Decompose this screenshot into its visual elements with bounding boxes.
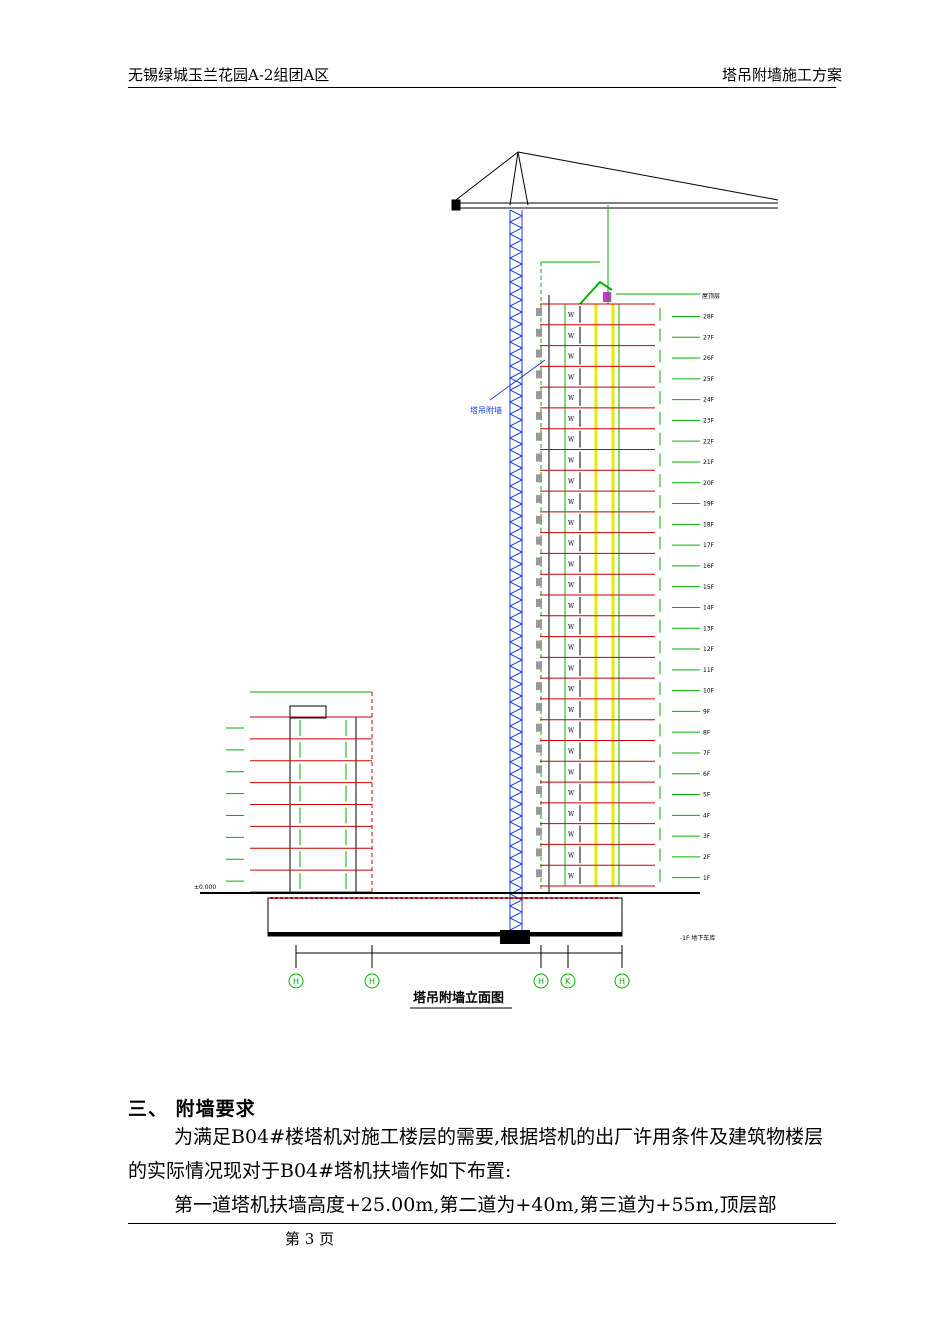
crane-jib	[451, 151, 779, 211]
footer-rule	[128, 1223, 836, 1224]
svg-text:W: W	[568, 312, 575, 319]
svg-text:W: W	[568, 478, 575, 485]
floor-label: 21F	[703, 459, 715, 466]
svg-text:W: W	[568, 582, 575, 589]
floor-label: 25F	[703, 376, 715, 383]
svg-text:W: W	[568, 769, 575, 776]
svg-text:W: W	[568, 832, 575, 839]
svg-text:W: W	[568, 790, 575, 797]
paragraph-2: 第一道塔机扶墙高度+25.00m,第二道为+40m,第三道为+55m,顶层部	[174, 1194, 777, 1216]
svg-text:W: W	[568, 561, 575, 568]
svg-text:W: W	[568, 707, 575, 714]
svg-text:W: W	[568, 416, 575, 423]
figure-caption: 塔吊附墙立面图	[413, 990, 504, 1006]
axis-label: H	[369, 977, 375, 986]
floor-label: 19F	[703, 501, 715, 508]
svg-text:W: W	[568, 374, 575, 381]
basement	[200, 892, 700, 937]
floor-label: 18F	[703, 521, 715, 528]
axis-label: K	[565, 977, 571, 986]
floor-label: 12F	[703, 646, 715, 653]
svg-text:W: W	[568, 728, 575, 735]
floor-label: 22F	[703, 438, 715, 445]
header-rule	[128, 87, 836, 88]
floor-label: 11F	[703, 667, 715, 674]
floor-label: 2F	[703, 854, 711, 861]
axis-label: H	[619, 977, 625, 986]
roof-label: 屋顶层	[702, 293, 720, 300]
floor-label: 7F	[703, 750, 711, 757]
axis-label: H	[538, 977, 544, 986]
floor-label: 10F	[703, 688, 715, 695]
floor-label: 4F	[703, 812, 711, 819]
header-project-name: 无锡绿城玉兰花园A-2组团A区	[128, 66, 330, 84]
axis-label: H	[293, 977, 299, 986]
header-document-title: 塔吊附墙施工方案	[721, 66, 842, 84]
svg-text:W: W	[568, 437, 575, 444]
floor-label: 14F	[703, 605, 715, 612]
floor-label: 3F	[703, 833, 711, 840]
attachment-callout-line	[489, 359, 546, 401]
svg-text:W: W	[568, 665, 575, 672]
paragraph-1: 为满足B04#楼塔机对施工楼层的需要,根据塔机的出厂许用条件及建筑物楼层的实际情…	[128, 1126, 824, 1182]
svg-text:W: W	[568, 645, 575, 652]
svg-text:W: W	[568, 624, 575, 631]
svg-text:W: W	[568, 852, 575, 859]
svg-text:W: W	[568, 520, 575, 527]
svg-text:W: W	[568, 811, 575, 818]
crane-mast	[508, 209, 524, 938]
floor-label: 5F	[703, 792, 711, 799]
floor-label: 1F	[703, 875, 711, 882]
floor-label: 20F	[703, 480, 715, 487]
svg-text:W: W	[568, 395, 575, 402]
tall-building: W 28F W 27F W 26F W 25F W 24F W 23F W 22F W 21F W 20F W 19F…	[536, 205, 720, 942]
floor-label: 13F	[703, 625, 715, 632]
floor-label: 27F	[703, 334, 715, 341]
floor-label: 8F	[703, 729, 711, 736]
svg-text:W: W	[568, 603, 575, 610]
svg-text:W: W	[568, 354, 575, 361]
dimension-line	[295, 945, 623, 968]
svg-text:W: W	[568, 873, 575, 880]
basement-label: -1F 地下车库	[680, 934, 715, 942]
svg-text:W: W	[568, 749, 575, 756]
floor-label: 9F	[703, 708, 711, 715]
floor-label: 28F	[703, 314, 715, 321]
floor-label: 17F	[703, 542, 715, 549]
low-building: ±0.000	[194, 691, 373, 893]
floor-label: 6F	[703, 771, 711, 778]
svg-text:W: W	[568, 686, 575, 693]
section-title: 三、 附墙要求	[128, 1098, 256, 1120]
ground-level-label: ±0.000	[194, 884, 216, 891]
floor-label: 16F	[703, 563, 715, 570]
svg-text:W: W	[568, 458, 575, 465]
svg-text:W: W	[568, 333, 575, 340]
floor-label: 26F	[703, 355, 715, 362]
floor-label: 15F	[703, 584, 715, 591]
svg-text:W: W	[568, 499, 575, 506]
svg-text:W: W	[568, 541, 575, 548]
floor-label: 24F	[703, 397, 715, 404]
attachment-callout-label: 塔吊附墙	[470, 405, 502, 415]
floor-label: 23F	[703, 417, 715, 424]
footer-page-number: 第 3 页	[285, 1230, 335, 1248]
